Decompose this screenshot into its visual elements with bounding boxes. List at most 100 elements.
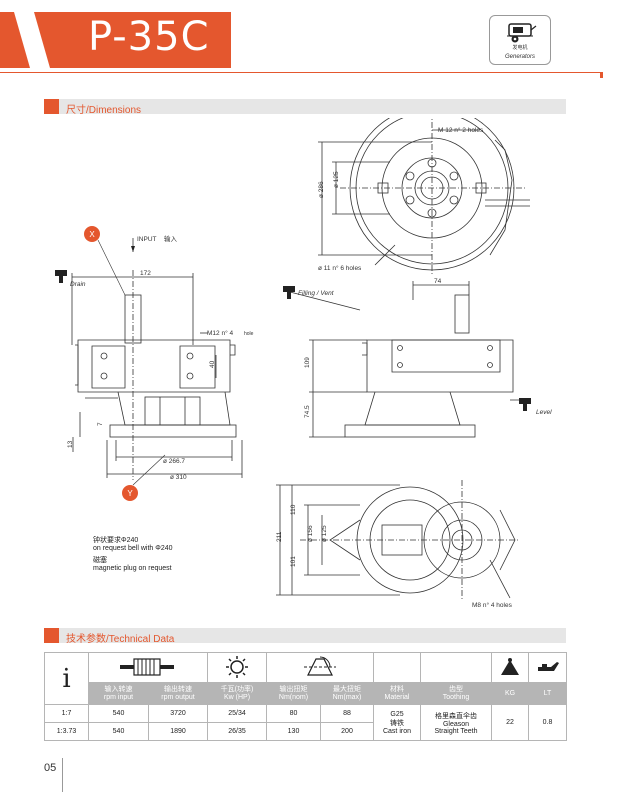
dim-110: 110 xyxy=(290,504,297,515)
cell-rpm-output: 3720 xyxy=(148,704,208,723)
shaft-icon-cell xyxy=(88,652,208,683)
drain-plug-icon xyxy=(55,270,67,283)
header-rule xyxy=(0,72,600,73)
technical-section-title: 技术参数/Technical Data xyxy=(66,634,175,645)
header-lt: LT xyxy=(528,682,567,705)
marker-y-label: Y xyxy=(127,489,133,498)
technical-section-marker xyxy=(44,628,59,643)
oil-can-icon xyxy=(537,661,559,671)
cell-ratio: 1:3.73 xyxy=(44,722,89,741)
oil-icon-cell xyxy=(528,652,567,683)
cell-nm-max: 88 xyxy=(320,704,374,723)
table-row: 1:3.73 540 1890 26/35 130 200 xyxy=(44,722,567,741)
page-number-divider xyxy=(62,758,63,792)
dim-m12-4: M12 n° 4 xyxy=(207,329,233,337)
dim-7: 7 xyxy=(97,422,104,426)
table-icon-row: i xyxy=(44,652,567,705)
page-title: P-35C xyxy=(88,14,210,60)
application-label-cn: 发电机 xyxy=(512,45,528,51)
marker-x-circle xyxy=(84,226,100,242)
cell-kw: 26/35 xyxy=(207,722,267,741)
dim-109: 109 xyxy=(304,357,311,368)
cell-rpm-input: 540 xyxy=(88,722,149,741)
gearbox-front-view xyxy=(289,281,528,438)
cell-nm-nom: 130 xyxy=(266,722,321,741)
dim-40: 40 xyxy=(209,360,216,368)
note-plug-cn: 磁塞 xyxy=(93,557,107,564)
shaft-icon xyxy=(120,657,174,676)
application-label-en: Generators xyxy=(504,54,535,60)
note-bell-cn: 钟状要求Φ240 xyxy=(93,537,139,544)
dim-74: 74 xyxy=(434,278,442,285)
dim-125: ø 125 xyxy=(333,171,340,188)
cell-kg: 22 xyxy=(491,704,529,741)
generator-icon xyxy=(507,23,537,43)
note-bell-en: on request bell with Φ240 xyxy=(93,545,173,552)
input-label-cn: 输入 xyxy=(164,234,178,243)
dim-m8-holes: M8 n° 4 holes xyxy=(472,601,513,609)
dim-74-5: 74.5 xyxy=(304,405,311,418)
sun-power-icon xyxy=(226,655,248,678)
dim-310: ø 310 xyxy=(170,474,187,481)
cell-ratio: 1:7 xyxy=(44,704,89,723)
input-label: INPUT xyxy=(137,236,157,243)
input-arrow-icon xyxy=(131,246,135,252)
dimensions-section-marker xyxy=(44,99,59,114)
dim-101: 101 xyxy=(290,556,297,567)
drain-label: Drain xyxy=(70,281,86,288)
power-icon-cell xyxy=(207,652,267,683)
dim-125-bottom: ø 125 xyxy=(321,525,328,542)
dim-m12-2-holes: M 12 n° 2 holes xyxy=(438,126,484,134)
ratio-symbol: i xyxy=(44,652,89,705)
gearbox-side-view xyxy=(71,238,243,480)
weight-icon xyxy=(501,657,519,675)
header-title-box xyxy=(68,12,231,68)
dim-13: 13 xyxy=(67,440,74,448)
filling-plug-icon xyxy=(283,286,295,299)
header-kg: KG xyxy=(491,682,529,705)
material-icon-cell xyxy=(373,652,421,683)
weight-icon-cell xyxy=(491,652,529,683)
cell-nm-nom: 80 xyxy=(266,704,321,723)
level-label: Level xyxy=(536,409,552,416)
header-rule-tick xyxy=(600,72,603,78)
torque-icon-cell xyxy=(266,652,374,683)
flange-top-view xyxy=(318,118,530,276)
dim-m12-4-hole: hole xyxy=(244,331,254,337)
dim-11-holes: ø 11 n° 6 holes xyxy=(318,264,362,272)
cell-nm-max: 200 xyxy=(320,722,374,741)
dim-172: 172 xyxy=(140,270,151,277)
level-plug-icon xyxy=(519,398,531,411)
cell-kw: 25/34 xyxy=(207,704,267,723)
cell-rpm-input: 540 xyxy=(88,704,149,723)
marker-x-leader xyxy=(97,239,126,296)
cell-lt: 0.8 xyxy=(528,704,567,741)
dim-286: ø 286 xyxy=(318,181,325,198)
page-number: 05 xyxy=(44,762,57,774)
dim-211: 211 xyxy=(276,531,283,542)
dimensions-section-title: 尺寸/Dimensions xyxy=(66,105,142,116)
torque-icon xyxy=(304,656,336,676)
cell-rpm-output: 1890 xyxy=(148,722,208,741)
dim-156: ø 156 xyxy=(307,525,314,542)
header-slash-graphic xyxy=(14,12,50,68)
technical-drawing: X Y INPUT 输入 Drain Filling / Vent Level … xyxy=(55,118,552,609)
dim-266-7: ø 266.7 xyxy=(163,458,185,465)
gearbox-bottom-view xyxy=(276,480,520,600)
marker-y-circle xyxy=(122,485,138,501)
filling-label: Filling / Vent xyxy=(298,290,335,297)
marker-x-label: X xyxy=(89,230,95,239)
technical-section-bar xyxy=(44,628,566,643)
technical-data-table: i xyxy=(44,652,567,741)
toothing-icon-cell xyxy=(420,652,492,683)
header-kw: 千瓦(功率)Kw (HP) xyxy=(207,682,267,705)
dimensions-section-bar xyxy=(44,99,566,114)
